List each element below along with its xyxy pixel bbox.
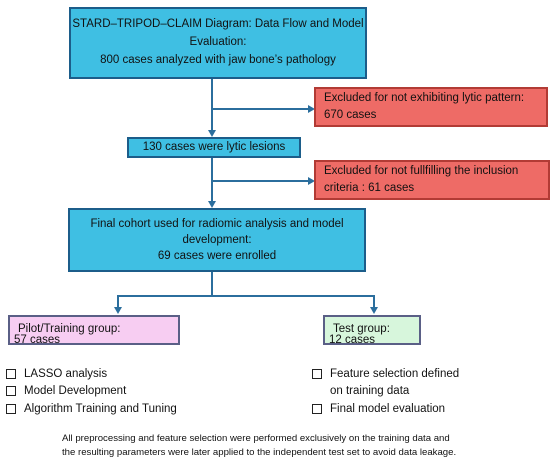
checkbox-icon: [6, 369, 16, 379]
connector-3: [211, 272, 213, 296]
training-task: Model Development: [6, 383, 177, 400]
training-group-box: Pilot/Training group:: [8, 315, 180, 345]
arrow-down-test: [370, 307, 378, 314]
branch-exclusion-1: [212, 108, 310, 110]
intake-subtitle: Evaluation:: [189, 36, 247, 49]
final-cohort-box: Final cohort used for radiomic analysis …: [68, 208, 366, 272]
final-cohort-title: Final cohort used for radiomic analysis …: [90, 217, 344, 230]
intake-title: STARD–TRIPOD–CLAIM Diagram: Data Flow an…: [72, 18, 364, 31]
intake-box: STARD–TRIPOD–CLAIM Diagram: Data Flow an…: [69, 7, 367, 79]
split-left: [117, 295, 119, 308]
training-task: Algorithm Training and Tuning: [6, 401, 177, 418]
test-task: Feature selection defined: [312, 366, 459, 383]
training-cases: 57 cases: [14, 334, 61, 346]
data-leakage-footnote: All preprocessing and feature selection …: [62, 433, 457, 458]
intake-count: 800 cases analyzed with jaw bone’s patho…: [100, 53, 336, 66]
test-task-list: Feature selection defined on training da…: [312, 366, 459, 418]
test-task: Final model evaluation: [312, 401, 459, 418]
connector-1: [211, 79, 213, 131]
final-cohort-count: 69 cases were enrolled: [157, 250, 277, 263]
exclusion-1-count: 670 cases: [324, 109, 377, 121]
lytic-box: 130 cases were lytic lesions: [127, 137, 301, 158]
exclusion-1-reason: Excluded for not exhibiting lytic patter…: [324, 92, 525, 105]
branch-exclusion-2: [212, 180, 310, 182]
checkbox-icon: [6, 386, 16, 397]
arrow-right-2: [308, 177, 315, 185]
exclusion-box-1: Excluded for not exhibiting lytic patter…: [314, 87, 548, 127]
lytic-count: 130 cases were lytic lesions: [142, 140, 286, 153]
arrow-down-2: [208, 201, 216, 208]
test-task-continuation: on training data: [330, 385, 410, 398]
split-right: [373, 295, 375, 308]
test-group-title: Test group:: [333, 323, 390, 336]
final-cohort-subtitle: development:: [182, 233, 252, 246]
test-cases: 12 cases: [329, 334, 376, 346]
checkbox-icon: [6, 403, 16, 414]
arrow-down-training: [114, 307, 122, 314]
exclusion-box-2: Excluded for not fullfilling the inclusi…: [314, 160, 550, 200]
exclusion-2-count: criteria : 61 cases: [324, 182, 415, 194]
exclusion-2-reason: Excluded for not fullfilling the inclusi…: [324, 165, 519, 178]
training-task-list: LASSO analysis Model Development Algorit…: [6, 366, 177, 418]
checkbox-icon: [312, 369, 322, 379]
training-task: LASSO analysis: [6, 366, 177, 383]
training-group-title: Pilot/Training group:: [18, 323, 121, 336]
split-bar: [117, 295, 375, 297]
arrow-right-1: [308, 105, 315, 113]
checkbox-icon: [312, 403, 322, 414]
test-group-box: Test group:: [323, 315, 421, 345]
arrow-down-1: [208, 130, 216, 137]
